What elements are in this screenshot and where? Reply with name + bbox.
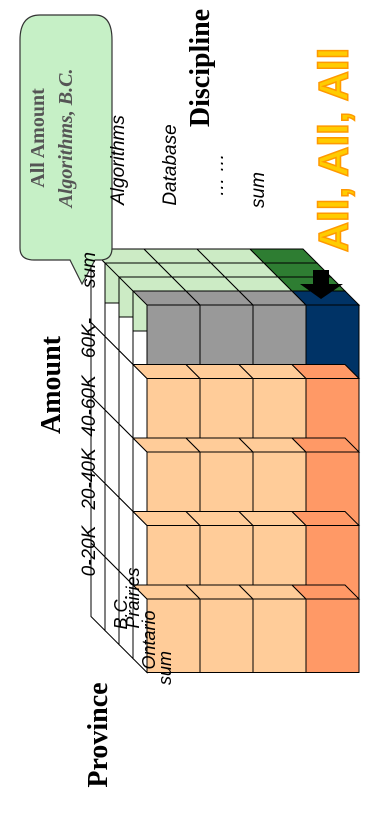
province-label: Ontario <box>139 610 159 669</box>
all-all-all-label: All, All, All <box>309 47 358 253</box>
arrow-down-icon <box>300 270 343 299</box>
cube-front-bevel <box>290 290 361 306</box>
discipline-label: Algorithms <box>108 115 129 206</box>
axis-title-province: Province <box>83 682 114 787</box>
cube-side-face <box>118 349 134 440</box>
cube-side-faces <box>90 247 148 674</box>
discipline-label: … … <box>207 153 228 196</box>
axis-title-amount: Amount <box>36 335 67 434</box>
cube-front-bevel <box>290 364 361 379</box>
callout-line-2: Algorithms, B.C. <box>55 69 77 210</box>
province-label: sum <box>155 651 175 685</box>
cube-front-bevel <box>290 584 361 600</box>
amount-label: 20-40K <box>79 447 100 511</box>
discipline-label: Database <box>160 124 181 205</box>
province-label: B.C. <box>111 594 131 629</box>
all-label: All, All, All <box>310 48 357 253</box>
amount-label: 40-60K <box>79 374 100 437</box>
axis-title-discipline: Discipline <box>185 9 216 127</box>
cube-front-faces <box>131 290 361 673</box>
callout-bubble: All Amount Algorithms, B.C. <box>19 14 113 286</box>
cube-front-cell <box>305 598 360 673</box>
cube-side-face <box>118 422 134 513</box>
callout-line-1: All Amount <box>27 88 49 188</box>
cube-front-cell <box>199 598 254 673</box>
cube-side-face <box>104 482 120 573</box>
cube-side-face <box>104 335 120 426</box>
cube-front-bevel <box>290 437 361 453</box>
amount-label: 60K- <box>79 318 100 358</box>
province-axis-labels: B.C. Prairies Ontario sum <box>111 567 175 685</box>
amount-label: 0-20K <box>79 524 100 576</box>
cube-front-cell <box>252 598 307 673</box>
cube-front-bevel <box>290 511 361 526</box>
discipline-label: sum <box>248 172 269 208</box>
amount-axis-labels: 0-20K 20-40K 40-60K 60K- sum <box>79 252 100 576</box>
amount-label: sum <box>79 252 100 288</box>
cube-side-face <box>104 408 120 499</box>
province-label: Prairies <box>123 567 143 628</box>
discipline-axis-labels: Algorithms Database … … sum <box>108 115 269 208</box>
